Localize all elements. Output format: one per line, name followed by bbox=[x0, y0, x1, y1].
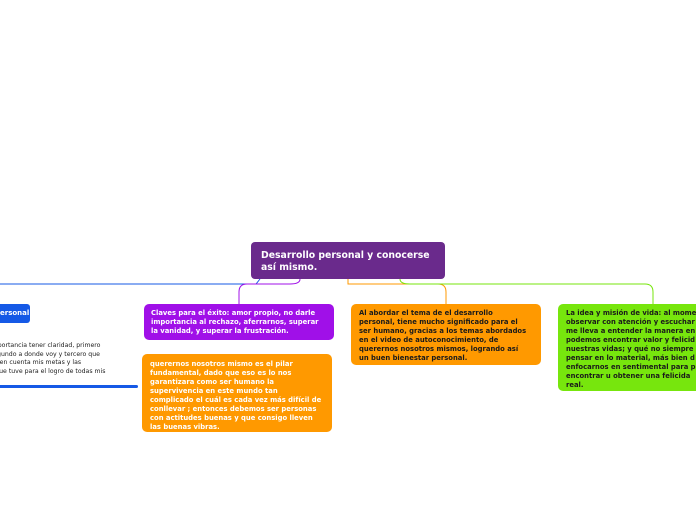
topic-idea-mision-vida[interactable]: La idea y misión de vida: al mome observ… bbox=[558, 304, 696, 391]
topic-line: garantizara como ser humano la bbox=[150, 377, 274, 386]
topic-line: complicado el cuál es cada vez más difíc… bbox=[150, 395, 322, 404]
left-branch-underline bbox=[0, 385, 138, 388]
connector-orange-branch bbox=[347, 279, 447, 304]
topic-line: importancia al rechazo, aferrarnos, supe… bbox=[151, 317, 319, 326]
topic-line: personal, tiene mucho significado para e… bbox=[359, 317, 518, 326]
topic-line: conllevar ; entonces debemos ser persona… bbox=[150, 404, 317, 413]
topic-line: Al abordar el tema de el desarrollo bbox=[359, 309, 493, 317]
connector-left-branch bbox=[0, 278, 261, 285]
central-topic-line: Desarrollo personal y conocerse bbox=[261, 250, 430, 261]
topic-line: enfocarnos en sentimental para p bbox=[566, 362, 696, 371]
topic-line: real. bbox=[566, 380, 584, 389]
topic-line: las buenas vibras. bbox=[150, 422, 220, 431]
topic-line: pensar en lo material, más bien d bbox=[566, 353, 695, 362]
left-branch-note-line: s que tuve para el logro de todas mis bbox=[0, 367, 106, 375]
connector-purple-branch bbox=[238, 278, 301, 304]
topic-line: nuestras vidas; y qué no siempre bbox=[566, 344, 694, 353]
connector-green-branch bbox=[399, 278, 654, 304]
topic-line: me lleva a entender la manera en bbox=[566, 326, 696, 335]
left-branch-label: ersonal bbox=[0, 309, 30, 317]
topic-line: con actitudes buenas y que consigo lleve… bbox=[150, 413, 313, 422]
topic-line: supervivencia en este mundo tan bbox=[150, 386, 278, 395]
topic-line: en el video de autoconocimiento, de bbox=[359, 335, 499, 344]
topic-line: observar con atención y escuchar bbox=[566, 317, 695, 326]
topic-line: encontrar u obtener una felicida bbox=[566, 371, 691, 380]
central-topic-line: así mismo. bbox=[261, 262, 318, 274]
topic-line: fundamental, dado que eso es lo nos bbox=[150, 368, 292, 377]
topic-line: Claves para el éxito: amor propio, no da… bbox=[151, 309, 316, 317]
topic-line: ser humano, gracias a los temas abordado… bbox=[359, 326, 527, 335]
central-topic[interactable]: Desarrollo personal y conocerse así mism… bbox=[251, 242, 445, 279]
topic-line: la vanidad, y superar la frustración. bbox=[151, 326, 289, 335]
topic-line: un buen bienestar personal. bbox=[359, 353, 468, 362]
left-branch-topic[interactable]: ersonal bbox=[0, 304, 30, 323]
topic-abordar-desarrollo[interactable]: Al abordar el tema de el desarrollo pers… bbox=[351, 304, 541, 365]
subtopic-querernos[interactable]: querernos nosotros mismo es el pilar fun… bbox=[142, 354, 332, 432]
topic-line: podemos encontrar valor y felicid bbox=[566, 335, 696, 344]
topic-line: La idea y misión de vida: al mome bbox=[566, 309, 696, 317]
left-branch-note-line: importancia tener claridad, primero bbox=[0, 342, 101, 349]
left-branch-note-line: do en cuenta mis metas y las bbox=[0, 359, 82, 367]
left-branch-note-line: segundo a donde voy y tercero que bbox=[0, 350, 100, 358]
topic-line: querernos nosotros mismos, logrando así bbox=[359, 344, 519, 353]
topic-claves-exito[interactable]: Claves para el éxito: amor propio, no da… bbox=[144, 304, 334, 340]
left-branch-note[interactable]: importancia tener claridad, primero segu… bbox=[0, 342, 140, 376]
topic-line: querernos nosotros mismo es el pilar bbox=[150, 360, 293, 368]
